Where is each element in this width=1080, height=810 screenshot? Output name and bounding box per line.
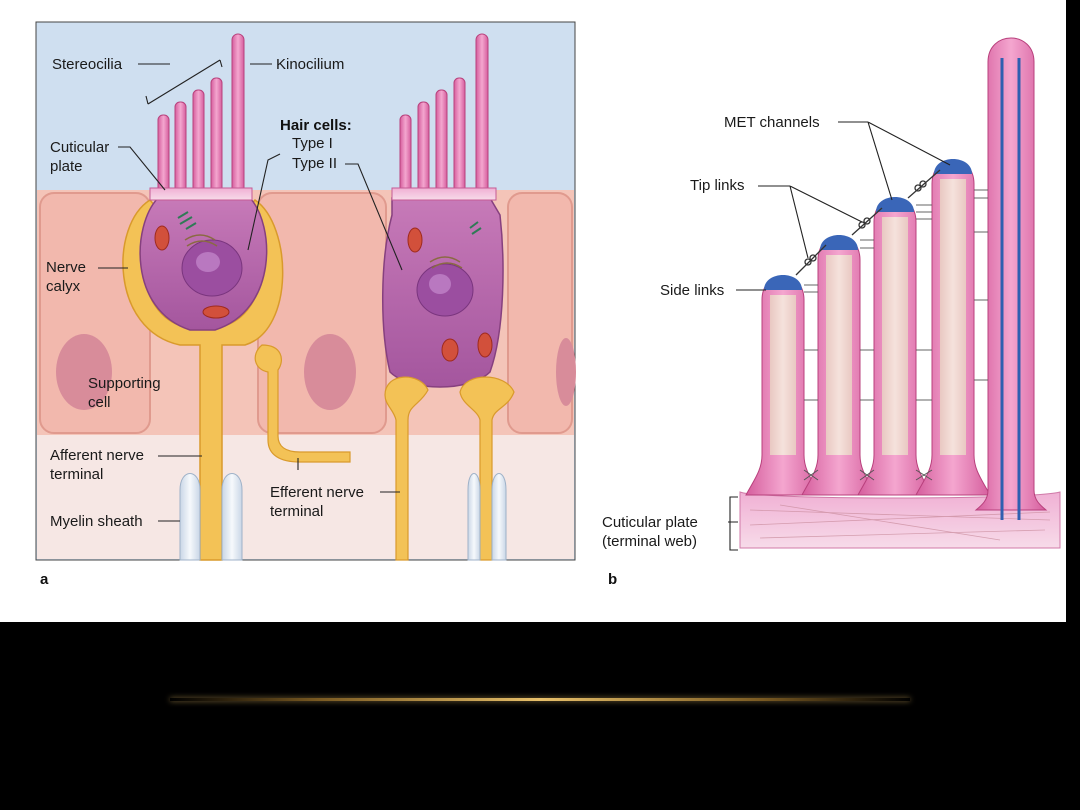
label-cuticular-plate-b-line2: (terminal web): [602, 533, 697, 550]
stereocilia-staircase: [745, 37, 1048, 520]
slide-footer-band: [0, 622, 1080, 810]
label-supporting-cell-line1: Supporting: [88, 375, 161, 392]
label-nerve-calyx-line1: Nerve: [46, 259, 86, 276]
label-efferent-line2: terminal: [270, 503, 323, 520]
label-cuticular-plate-a-line2: plate: [50, 158, 83, 175]
panel-a: Stereocilia Kinocilium Hair cells: Type …: [35, 21, 576, 588]
label-side-links: Side links: [660, 282, 724, 299]
label-met-channels: MET channels: [724, 114, 820, 131]
label-tip-links: Tip links: [690, 177, 744, 194]
hair-cell-diagram: Stereocilia Kinocilium Hair cells: Type …: [35, 21, 1061, 588]
panel-b: MET channels Tip links Side links Cuticu…: [602, 37, 1061, 588]
label-stereocilia: Stereocilia: [52, 56, 123, 73]
panel-b-letter: b: [608, 571, 617, 588]
label-hair-cells-title: Hair cells:: [280, 117, 352, 134]
label-kinocilium: Kinocilium: [276, 56, 344, 73]
label-cuticular-plate-b-line1: Cuticular plate: [602, 514, 698, 531]
label-cuticular-plate-a-line1: Cuticular: [50, 139, 109, 156]
label-myelin-sheath: Myelin sheath: [50, 513, 143, 530]
myelin-sheath-shape: [179, 473, 507, 561]
label-type-ii: Type II: [292, 155, 337, 172]
label-afferent-line2: terminal: [50, 466, 103, 483]
label-type-i: Type I: [292, 135, 333, 152]
label-supporting-cell-line2: cell: [88, 394, 111, 411]
panel-a-letter: a: [40, 571, 49, 588]
gold-divider-line: [170, 698, 910, 701]
label-nerve-calyx-line2: calyx: [46, 278, 81, 295]
slide-figure: Stereocilia Kinocilium Hair cells: Type …: [0, 0, 1066, 622]
label-afferent-line1: Afferent nerve: [50, 447, 144, 464]
label-efferent-line1: Efferent nerve: [270, 484, 364, 501]
